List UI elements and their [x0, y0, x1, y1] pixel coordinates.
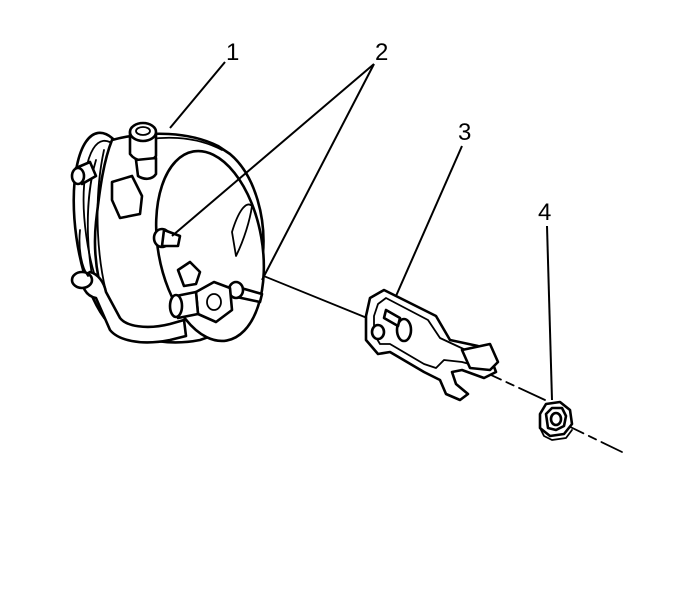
callout-3: 3 [458, 119, 471, 146]
leader-2a [171, 63, 375, 237]
callout-labels: 1 2 3 4 [226, 39, 551, 226]
leader-2b [261, 63, 375, 281]
callout-1: 1 [226, 39, 239, 66]
part-4-hex-nut [538, 400, 574, 441]
leader-3 [395, 145, 463, 297]
part-3-gasket-bracket [364, 288, 500, 402]
leader-1 [169, 61, 226, 129]
leader-lines [169, 61, 553, 401]
part-1-actuator-body [70, 121, 266, 344]
callout-4: 4 [538, 199, 551, 226]
callout-2: 2 [375, 39, 388, 66]
leader-4 [546, 225, 553, 401]
